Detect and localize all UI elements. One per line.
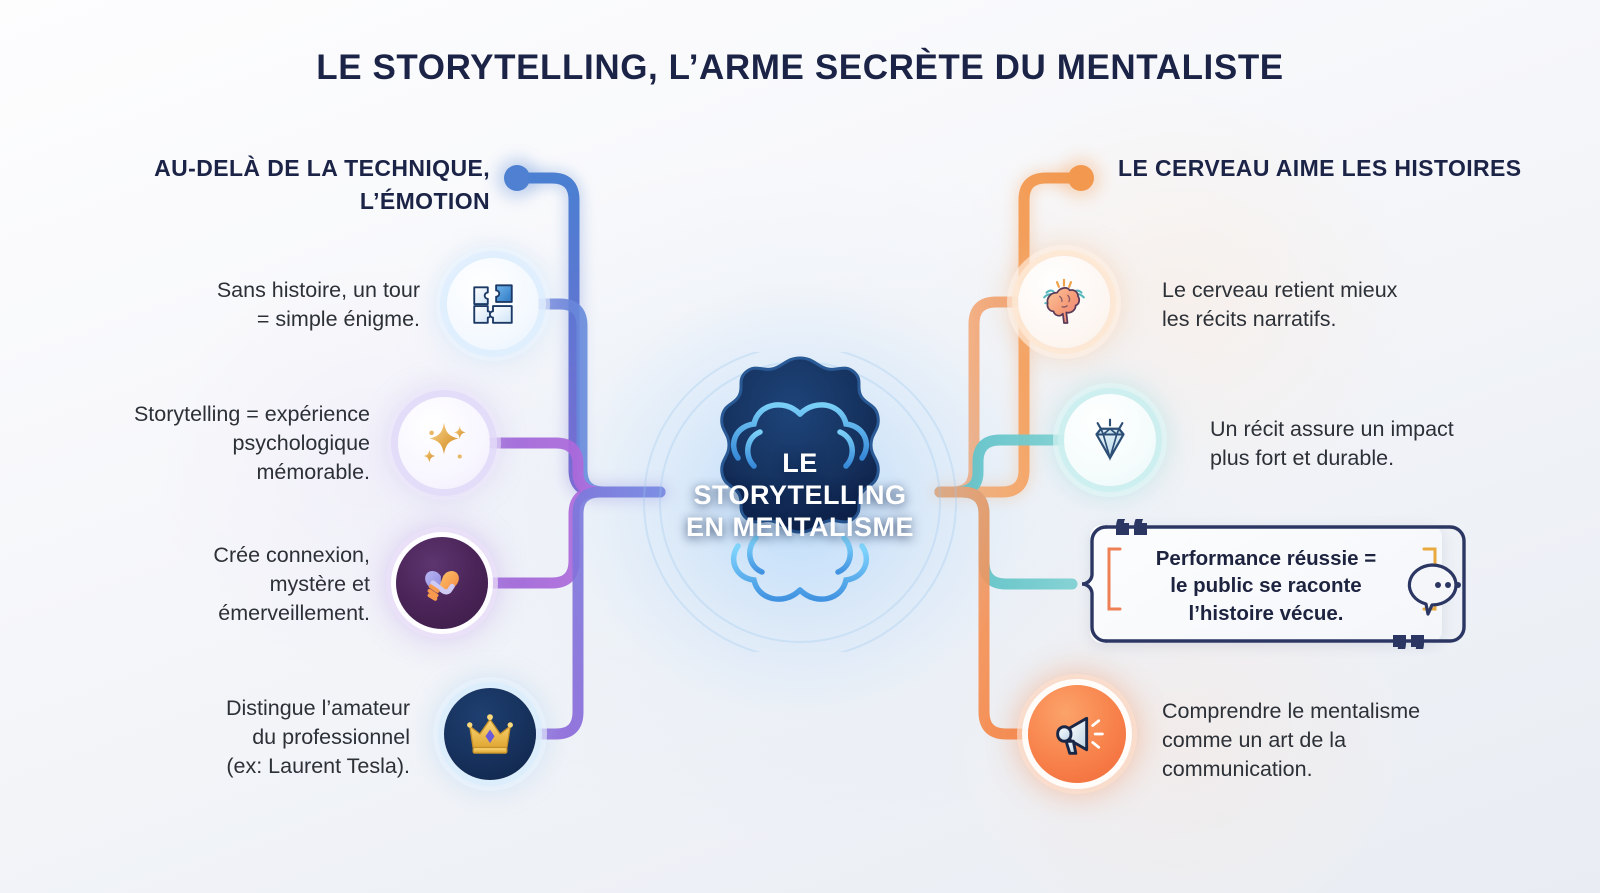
megaphone-icon-glyph	[1056, 716, 1104, 755]
branch-label: Un récit assure un impact plus fort et d…	[1210, 417, 1454, 470]
diamond-icon-glyph	[1095, 418, 1125, 462]
column-heading-left: AU-DELÀ DE LA TECHNIQUE, L’ÉMOTION	[154, 155, 490, 215]
brain-idea-icon[interactable]	[1018, 256, 1110, 348]
center-hub[interactable]: LE STORYTELLING EN MENTALISME	[570, 282, 1030, 722]
crown-icon[interactable]	[444, 688, 536, 780]
handshake-heart-icon-glyph	[425, 570, 459, 601]
center-hub-label: LE STORYTELLING EN MENTALISME	[686, 448, 914, 542]
quote-card-frame	[1081, 519, 1466, 649]
puzzle-icon-glyph	[473, 284, 513, 324]
quote-card-surface	[1090, 525, 1442, 643]
branch-label: Sans histoire, un tour = simple énigme.	[216, 278, 420, 331]
handshake-heart-icon[interactable]	[396, 537, 488, 629]
quote-card[interactable]: Performance réussie = le public se racon…	[1076, 519, 1468, 649]
page-title: LE STORYTELLING, L’ARME SECRÈTE DU MENTA…	[316, 48, 1284, 87]
brain-idea-icon-glyph	[1043, 278, 1085, 324]
diamond-icon[interactable]	[1064, 394, 1156, 486]
branch-label: Le cerveau retient mieux les récits narr…	[1162, 278, 1398, 331]
speech-bubble-dots-icon	[1407, 563, 1461, 616]
puzzle-icon[interactable]	[447, 258, 539, 350]
open-quote-mark	[1116, 519, 1147, 535]
quote-corner-left	[1107, 547, 1122, 611]
sparkles-icon-glyph	[423, 422, 466, 463]
crown-icon-glyph	[467, 714, 513, 754]
sparkles-icon[interactable]	[398, 397, 490, 489]
brain-icon	[643, 352, 957, 652]
branch-label: Distingue l’amateur du professionnel (ex…	[225, 696, 410, 778]
close-quote-mark	[1393, 635, 1424, 649]
megaphone-icon[interactable]	[1028, 685, 1126, 783]
branch-label: Storytelling = expérience psychologique …	[133, 402, 370, 484]
column-heading-right: LE CERVEAU AIME LES HISTOIRES	[1118, 155, 1522, 181]
quote-text: Performance réussie = le public se racon…	[1155, 547, 1377, 625]
branch-label: Comprendre le mentalisme comme un art de…	[1162, 699, 1421, 781]
branch-label: Crée connexion, mystère et émerveillemen…	[213, 543, 370, 625]
